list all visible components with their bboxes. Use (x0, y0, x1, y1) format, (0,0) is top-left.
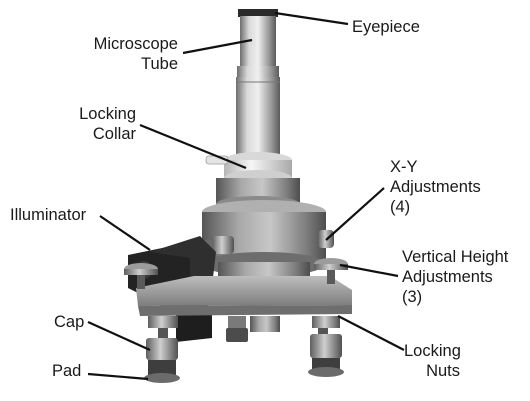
label-illuminator: Illuminator (10, 206, 87, 224)
leg-back (226, 316, 248, 342)
leader-cap (87, 320, 151, 352)
leader-lines (87, 11, 405, 381)
eyepiece-part (238, 9, 278, 68)
leader-vertical-height (339, 263, 399, 278)
vertical-knob-left (124, 263, 158, 289)
leader-pad (87, 372, 149, 381)
microscope-tube-part (236, 66, 280, 161)
leader-microscope-tube (182, 38, 253, 55)
label-locking-nuts: Locking Nuts (404, 342, 461, 380)
label-cap: Cap (54, 313, 85, 331)
leader-locking-collar (139, 123, 247, 170)
leader-xy-adjustments (325, 187, 385, 241)
leg-right (308, 316, 344, 377)
label-locking-collar: Locking Collar (79, 105, 136, 143)
label-microscope-tube: Microscope Tube (93, 35, 178, 73)
label-eyepiece: Eyepiece (352, 18, 420, 36)
leg-left (144, 316, 180, 383)
label-pad: Pad (52, 362, 82, 380)
base-plate (136, 276, 352, 316)
leader-illuminator (99, 215, 151, 251)
leader-locking-nuts (337, 315, 405, 351)
vertical-knob-right (314, 258, 348, 284)
label-xy-adjustments: X-Y Adjustments (4) (390, 158, 481, 216)
label-vertical-height-adjustments: Vertical Height Adjustments (3) (402, 248, 509, 306)
leader-eyepiece (274, 11, 349, 26)
